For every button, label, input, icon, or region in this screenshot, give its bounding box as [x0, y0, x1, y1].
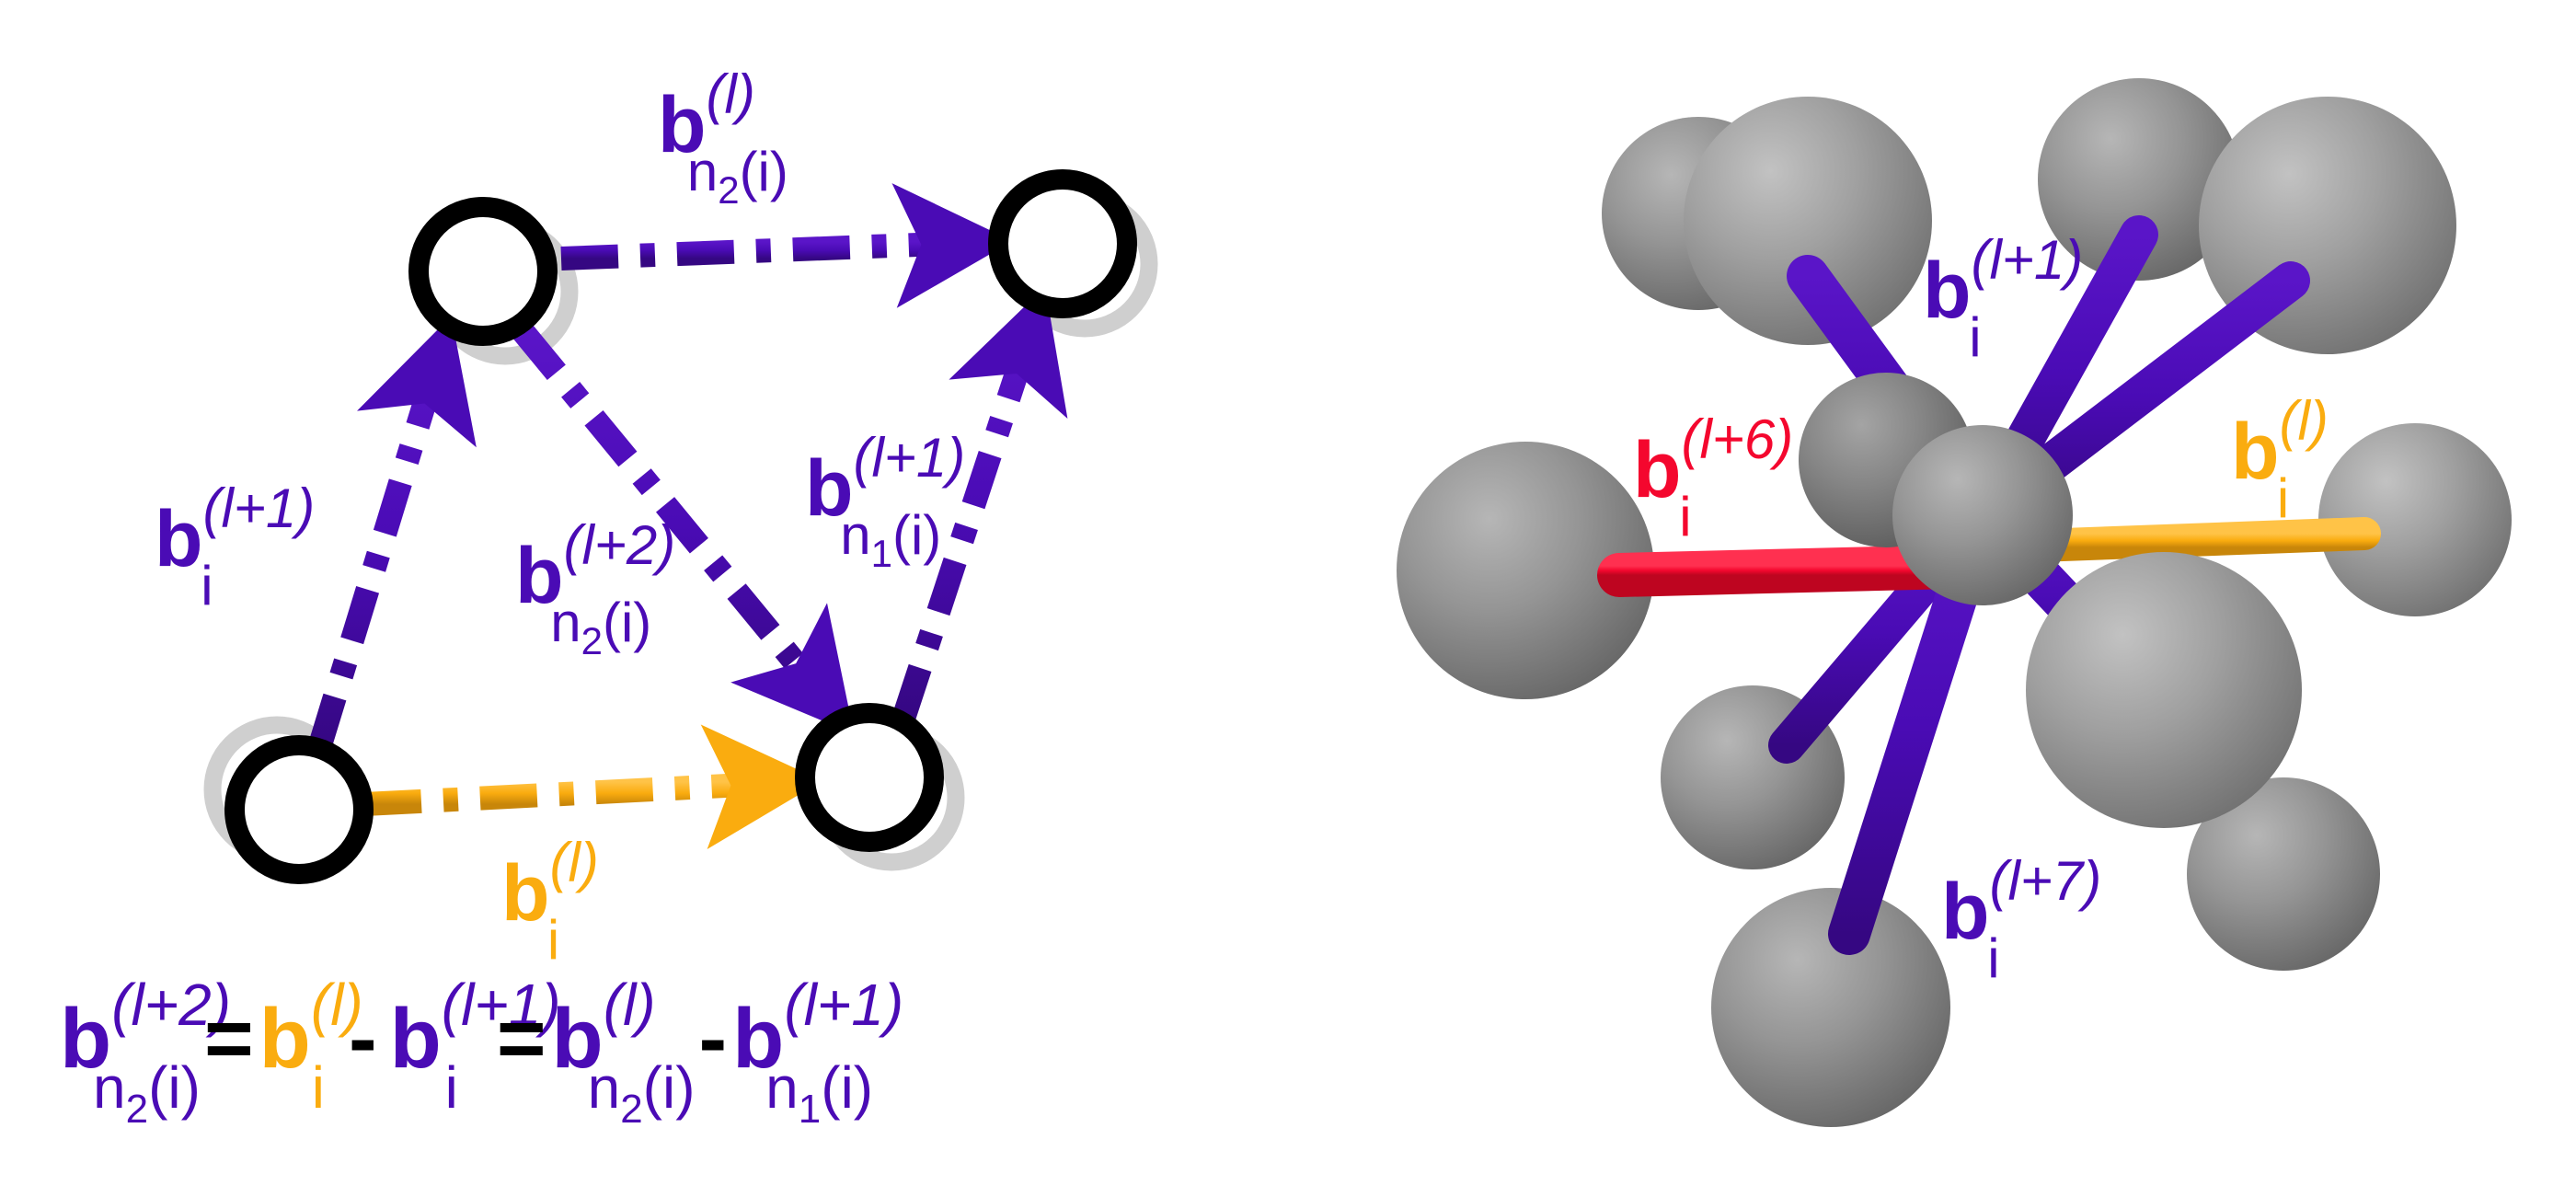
atoms-back-layer [1397, 78, 2512, 1127]
atom-3[interactable] [2038, 78, 2240, 281]
edge-diagonal-b-n2-lplus2 [512, 323, 855, 734]
label-right-b-i-l: b(l)i [2231, 390, 2329, 529]
label-b-n2-l: b(l)n2(i) [658, 63, 788, 212]
label-right-b-i-lplus7: b(l+7)i [1941, 850, 2101, 989]
label-b-i-l: b(l)i [501, 832, 599, 971]
node-top-right[interactable] [988, 169, 1137, 318]
edge-bottom-b-i-l [363, 724, 822, 850]
bond-update-equation: b(l+2)n2(i)=b(l)i-b(l+1)i=b(l)n2(i)-b(l+… [60, 972, 903, 1132]
node-top-left[interactable] [408, 197, 558, 346]
graph-nodes [224, 169, 1137, 884]
atom-7[interactable] [2318, 423, 2512, 616]
atom-2[interactable] [1684, 97, 1932, 345]
edge-top-b-n2-l [560, 183, 1013, 308]
atom-11[interactable] [1711, 888, 1950, 1127]
graph-edges [307, 183, 1068, 850]
label-right-b-i-lplus6: b(l+6)i [1633, 409, 1793, 547]
node-bottom-right[interactable] [795, 703, 944, 852]
equation-text: b(l+2)n2(i)=b(l)i-b(l+1)i=b(l)n2(i)-b(l+… [60, 972, 903, 1132]
atom-8[interactable] [2026, 552, 2302, 828]
edge-right-b-n1-lplus1 [891, 286, 1068, 723]
right-bond-labels: b(l+1)i b(l+6)i b(l)i b(l+7)i [1633, 229, 2329, 989]
label-b-i-lplus1: b(l+1)i [155, 478, 315, 616]
node-bottom-left[interactable] [224, 735, 374, 884]
label-right-b-i-lplus1: b(l+1)i [1923, 229, 2083, 368]
right-panel: b(l+1)i b(l+6)i b(l)i b(l+7)i [1397, 78, 2512, 1127]
atom-5[interactable] [1397, 442, 1654, 699]
left-edge-labels: b(l)n2(i) b(l+1)i b(l+2)n2(i) b(l+1)n1(i… [155, 63, 965, 971]
edge-left-b-i-lplus1 [307, 316, 477, 752]
label-b-n1-lplus1: b(l+1)n1(i) [805, 427, 965, 575]
atom-10[interactable] [2187, 777, 2380, 971]
label-b-n2-lplus2: b(l+2)n2(i) [515, 514, 675, 662]
center-atom[interactable] [1892, 425, 2073, 605]
left-panel: b(l)n2(i) b(l+1)i b(l+2)n2(i) b(l+1)n1(i… [60, 63, 1158, 1132]
